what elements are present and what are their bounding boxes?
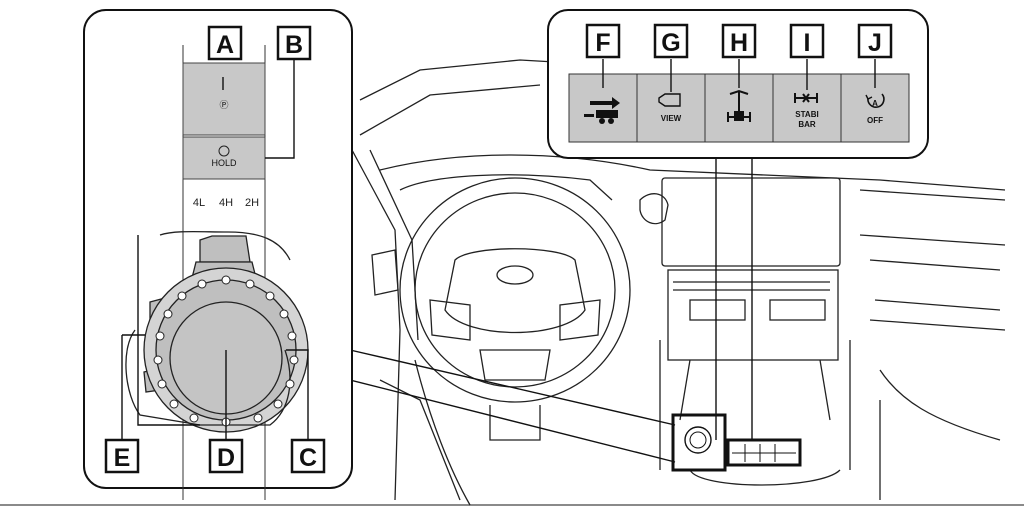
view-text: VIEW (661, 114, 682, 123)
parking-brake-switch[interactable] (182, 62, 266, 136)
right-leader-lines (715, 158, 753, 440)
svg-text:H: H (730, 29, 748, 57)
dashboard-background (351, 59, 1006, 506)
callout-g: G (653, 23, 689, 59)
left-leader-lines (349, 349, 676, 463)
bar-text: BAR (798, 120, 816, 129)
brake-hold-icon (218, 145, 230, 157)
console-callout-boxes (671, 413, 802, 472)
brake-hold-switch[interactable] (182, 136, 266, 180)
dial-knob-dots (153, 275, 299, 427)
svg-text:E: E (114, 444, 131, 472)
callout-d: D (208, 438, 244, 474)
trailer-icon (584, 97, 620, 124)
auto-symbol: A (872, 99, 878, 108)
camera-view-icon (658, 93, 681, 107)
callout-f: F (585, 23, 621, 59)
svg-text:C: C (299, 444, 317, 472)
stabi-text: STABI (795, 110, 818, 119)
right-inset-leaders (602, 59, 876, 92)
brake-hold-text: HOLD (211, 158, 237, 168)
drive-mode-4h: 4H (219, 197, 233, 209)
left-inset-leaders (121, 51, 309, 440)
parking-brake-symbol: Ⓟ (219, 100, 228, 110)
diff-lock-icon (727, 89, 751, 122)
callout-i: I (789, 23, 825, 59)
stabi-bar-icon (794, 93, 818, 103)
svg-text:F: F (595, 29, 610, 57)
off-text: OFF (867, 116, 883, 125)
callout-h: H (721, 23, 757, 59)
svg-text:J: J (868, 29, 882, 57)
auto-start-stop-icon: A (865, 93, 885, 108)
callout-b: B (276, 25, 312, 61)
callout-c: C (290, 438, 326, 474)
svg-text:D: D (217, 444, 235, 472)
callout-e: E (104, 438, 140, 474)
svg-text:G: G (661, 29, 680, 57)
callout-a: A (207, 25, 243, 61)
svg-text:B: B (285, 31, 303, 59)
drive-mode-2h: 2H (245, 197, 259, 209)
svg-text:I: I (804, 29, 811, 57)
drive-mode-4l: 4L (193, 197, 205, 209)
callout-j: J (857, 23, 893, 59)
svg-text:A: A (216, 31, 234, 59)
